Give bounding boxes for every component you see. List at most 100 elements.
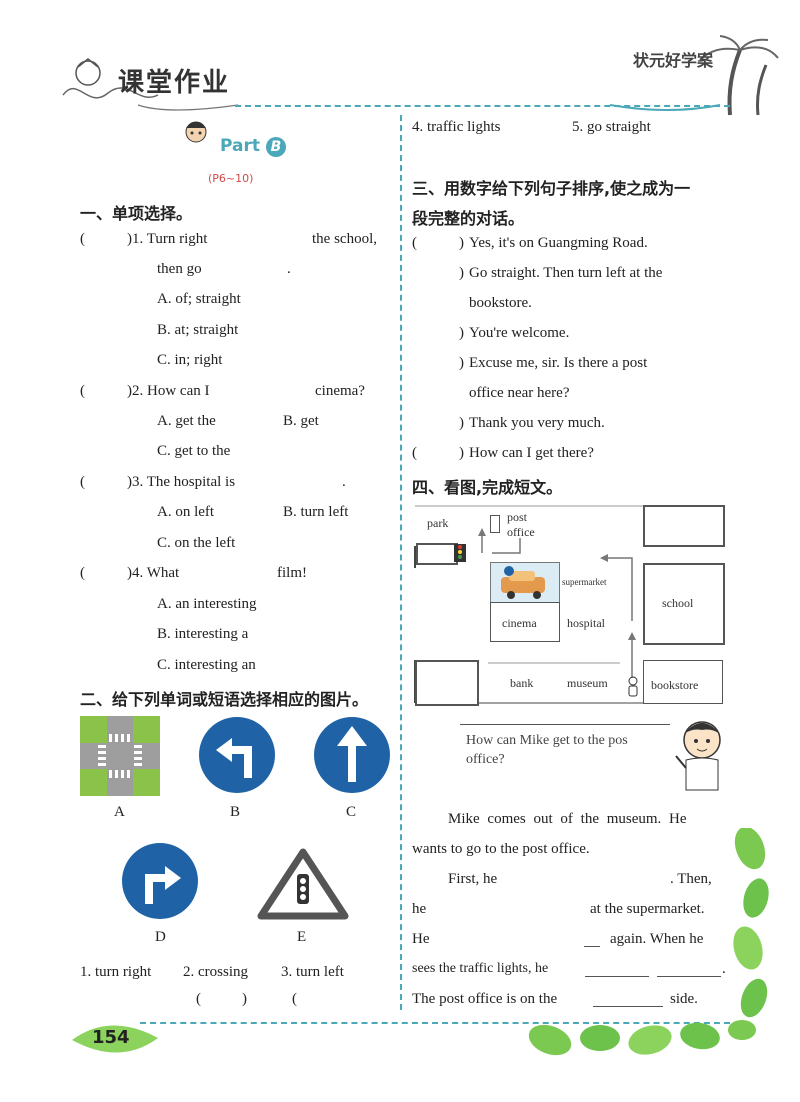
- dialogue-sentence-4b: office near here?: [469, 385, 570, 401]
- q3-option-a[interactable]: A. on left: [157, 504, 215, 520]
- picture-label-b: B: [230, 804, 241, 820]
- go-straight-sign[interactable]: [313, 716, 391, 794]
- s4-paren-close[interactable]: ): [459, 355, 464, 371]
- s1-paren-close[interactable]: ): [459, 235, 464, 251]
- q3-paren: (: [80, 474, 85, 490]
- section4-title: 四、看图,完成短文。: [412, 478, 563, 497]
- q4-option-c[interactable]: C. interesting an: [157, 657, 256, 673]
- s1-paren[interactable]: (: [412, 235, 417, 251]
- cinema-building: [490, 602, 560, 642]
- q1-line2-end: .: [287, 261, 291, 277]
- school-building: [643, 563, 725, 645]
- q1-stem: )1. Turn right: [127, 231, 208, 247]
- picture-label-c: C: [346, 804, 357, 820]
- q2-paren: (: [80, 383, 85, 399]
- q3-stem-after: .: [342, 474, 346, 490]
- q4-option-b[interactable]: B. interesting a: [157, 626, 249, 642]
- bottom-leaf-decoration: [520, 1010, 760, 1065]
- map-label-museum: museum: [567, 676, 608, 690]
- q1-stem-after: the school,: [312, 231, 377, 247]
- s3-paren-close[interactable]: ): [459, 325, 464, 341]
- section2-title: 二、给下列单词或短语选择相应的图片。: [80, 690, 369, 709]
- section2-item-3: 3. turn left: [281, 964, 344, 980]
- answer-paren-close-1[interactable]: ): [242, 991, 247, 1007]
- leaves-icon: [528, 1020, 756, 1056]
- turn-left-arrow-icon: [199, 717, 275, 793]
- post-office-building: [490, 515, 500, 533]
- straight-arrow-icon: [314, 717, 390, 793]
- crossing-icon: [80, 716, 160, 796]
- map-label-post: post: [507, 510, 528, 524]
- street-map: park post office cinema supermarket hosp…: [410, 498, 726, 706]
- passage-line-7b: side.: [670, 991, 698, 1007]
- q3-option-b[interactable]: B. turn left: [283, 504, 349, 520]
- section2-item-1: 1. turn right: [80, 964, 152, 980]
- dialogue-sentence-3: You're welcome.: [469, 325, 570, 341]
- school-top-building: [643, 505, 725, 547]
- map-label-bookstore: bookstore: [651, 678, 699, 692]
- map-label-school: school: [662, 596, 694, 610]
- page-number-leaf: [70, 1018, 160, 1060]
- brand-logo-text: 状元好学案: [633, 51, 714, 70]
- passage-line-7a: The post office is on the: [412, 991, 558, 1007]
- q2-option-c[interactable]: C. get to the: [157, 443, 231, 459]
- blank-7[interactable]: [593, 992, 663, 1007]
- s6-paren[interactable]: (: [412, 445, 417, 461]
- traffic-light-icon: [454, 544, 466, 562]
- bottom-dashed-border: [140, 1022, 730, 1024]
- map-label-hospital: hospital: [567, 616, 605, 630]
- passage-line-3a: First, he: [448, 871, 498, 887]
- dialogue-sentence-2b: bookstore.: [469, 295, 532, 311]
- q1-line2: then go: [157, 261, 202, 277]
- s5-paren-close[interactable]: ): [459, 415, 464, 431]
- s2-paren-close[interactable]: ): [459, 265, 464, 281]
- s6-paren-close[interactable]: ): [459, 445, 464, 461]
- picture-label-a: A: [114, 804, 125, 820]
- dialogue-sentence-6: How can I get there?: [469, 445, 594, 461]
- section3-title: 三、用数字给下列句子排序,使之成为一: [412, 179, 691, 198]
- crossing-picture[interactable]: [80, 716, 160, 796]
- q2-option-a[interactable]: A. get the: [157, 413, 216, 429]
- passage-line-5b: again. When he: [610, 931, 704, 947]
- part-letter-badge: B: [265, 137, 286, 157]
- answer-paren-open-2[interactable]: (: [292, 991, 297, 1007]
- q2-stem: )2. How can I: [127, 383, 210, 399]
- map-label-cinema: cinema: [502, 616, 537, 630]
- picture-label-e: E: [297, 929, 307, 945]
- q2-option-b[interactable]: B. get: [283, 413, 319, 429]
- dialogue-sentence-5: Thank you very much.: [469, 415, 605, 431]
- passage-line-6a: sees the traffic lights, he: [412, 961, 549, 976]
- passage-line-4b: at the supermarket.: [590, 901, 705, 917]
- passage-line-2: wants to go to the post office.: [412, 841, 590, 857]
- right-item-5: 5. go straight: [572, 119, 651, 135]
- leaf-icon: [72, 1025, 158, 1053]
- dialogue-sentence-1: Yes, it's on Guangming Road.: [469, 235, 648, 251]
- mascot-icon: [182, 118, 210, 144]
- blank-6b[interactable]: [657, 962, 721, 977]
- right-item-4: 4. traffic lights: [412, 119, 501, 135]
- section2-item-2: 2. crossing: [183, 964, 248, 980]
- part-text: Part: [220, 136, 260, 156]
- blank-6a[interactable]: [585, 962, 649, 977]
- answer-paren-open-1[interactable]: (: [196, 991, 201, 1007]
- traffic-lights-sign[interactable]: [257, 848, 349, 920]
- q3-option-c[interactable]: C. on the left: [157, 535, 236, 551]
- cinema-picture: [490, 562, 560, 604]
- q1-option-b[interactable]: B. at; straight: [157, 322, 239, 338]
- column-divider: [400, 115, 402, 1010]
- leaves-icon: [733, 826, 769, 1018]
- traffic-light-warning-icon: [257, 848, 349, 920]
- mike-avatar-icon: [672, 716, 732, 794]
- q1-option-a[interactable]: A. of; straight: [157, 291, 241, 307]
- q4-option-a[interactable]: A. an interesting: [157, 596, 257, 612]
- turn-left-sign[interactable]: [198, 716, 276, 794]
- dialogue-sentence-4: Excuse me, sir. Is there a post: [469, 355, 648, 371]
- section1-title: 一、单项选择。: [80, 204, 193, 223]
- traffic-light-block: [416, 543, 458, 565]
- bubble-text: How can Mike get to the pos office?: [466, 733, 628, 767]
- q1-option-c[interactable]: C. in; right: [157, 352, 223, 368]
- mike-figure-icon: [626, 676, 640, 698]
- q4-stem-after: film!: [277, 565, 307, 581]
- blank-5[interactable]: [584, 932, 600, 947]
- turn-right-sign[interactable]: [121, 842, 199, 920]
